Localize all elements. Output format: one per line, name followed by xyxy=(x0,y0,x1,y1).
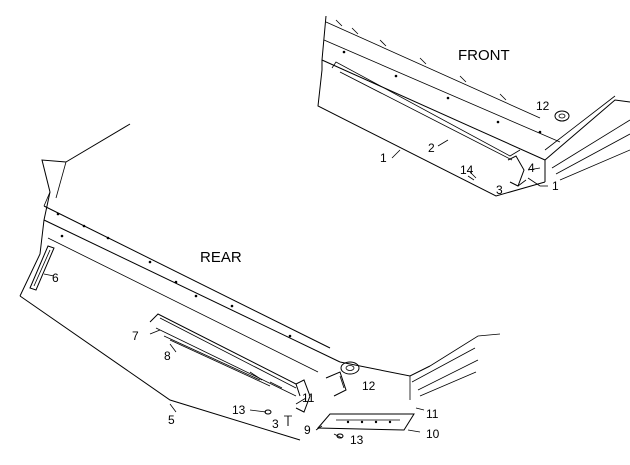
front-assembly xyxy=(317,15,630,197)
rear-callout-13b: 13 xyxy=(350,433,364,447)
rear-callout-13: 13 xyxy=(232,403,246,417)
front-callout-12: 12 xyxy=(536,99,550,113)
front-callout-2: 2 xyxy=(428,141,435,155)
front-callout-3: 3 xyxy=(496,183,503,197)
rear-callout-5: 5 xyxy=(168,413,175,427)
front-section-label: FRONT xyxy=(458,47,510,64)
rear-callout-11: 11 xyxy=(302,391,315,405)
front-callout-4: 4 xyxy=(528,161,535,175)
rear-callout-12: 12 xyxy=(362,379,376,393)
rear-callout-11b: 11 xyxy=(426,407,439,421)
front-callout-1: 1 xyxy=(380,151,387,165)
rear-assembly xyxy=(19,123,501,441)
rear-callout-8: 8 xyxy=(164,349,171,363)
front-callout-1b: 1 xyxy=(552,179,559,193)
rear-section-label: REAR xyxy=(200,249,242,266)
rear-callout-3: 3 xyxy=(272,417,279,431)
rear-callout-9: 9 xyxy=(304,423,311,437)
rear-callout-7: 7 xyxy=(132,329,139,343)
rear-callout-6: 6 xyxy=(52,271,59,285)
rear-callout-10: 10 xyxy=(426,427,440,441)
front-callout-14: 14 xyxy=(460,163,474,177)
